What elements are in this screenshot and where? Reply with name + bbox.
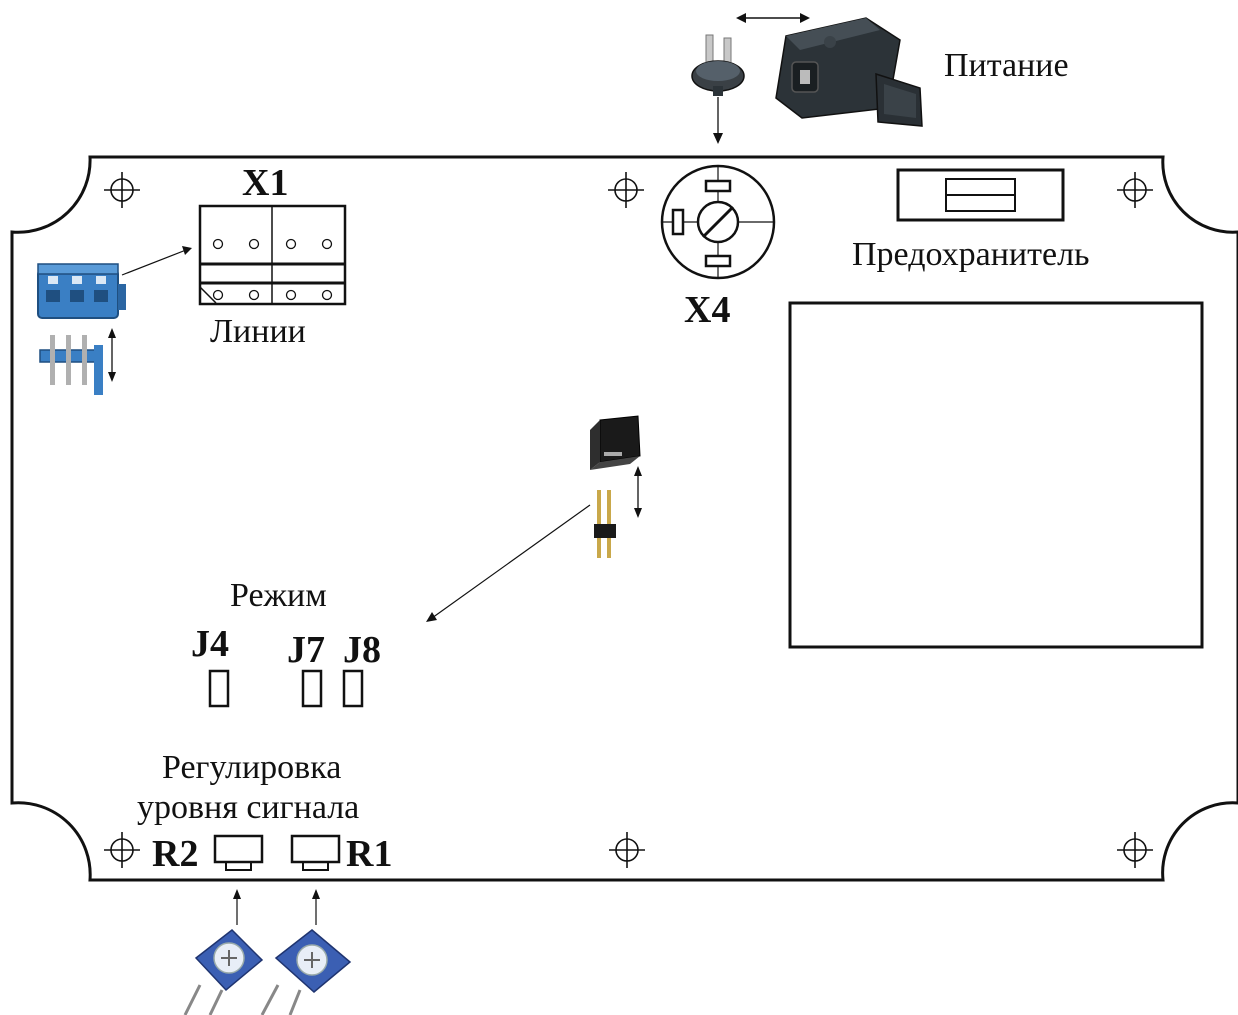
trimmer-photo-right [260,929,352,1015]
mounting-hole-top-left [104,172,140,208]
x4-label: X4 [684,289,730,331]
mounting-hole-top-center [608,172,644,208]
adjust-label-line2: уровня сигнала [137,789,359,826]
arrow-plug-connect [736,13,810,23]
mode-label: Режим [230,577,327,614]
fuse-label: Предохранитель [852,236,1090,273]
terminal-x1 [198,204,347,306]
arrow-head-x1 [182,246,192,255]
trimmer-r1 [290,834,341,871]
adjust-label-line1: Регулировка [162,749,341,786]
insert-arrow-jumper [634,466,642,518]
mounting-hole-bottom-center [609,832,645,868]
arrow-to-mode [426,504,591,622]
j8-label: J8 [343,629,381,671]
r1-label: R1 [346,833,392,875]
j4-label: J4 [191,623,229,665]
mounting-hole-bottom-right [1117,832,1153,868]
lines-label: Линии [210,313,306,350]
pin-header-icon [39,335,103,395]
x1-label: X1 [242,162,288,204]
terminal-block-icon [37,263,126,319]
jumper-j8 [342,669,364,708]
trimmer-photo-left [183,929,264,1015]
insert-arrow-terminal [108,328,116,382]
power-label: Питание [944,47,1069,84]
power-connector-icon [775,17,923,127]
board-outline [10,155,1238,882]
trimmer-r2 [213,834,264,871]
jumper-j4 [208,669,230,708]
jumper-j7 [301,669,323,708]
socket-x4 [660,164,776,280]
arrow-down-to-x4 [713,97,723,144]
r2-label: R2 [152,833,198,875]
display-area [788,301,1204,649]
j7-label: J7 [287,629,325,671]
mounting-hole-top-right [1117,172,1153,208]
power-plug-base-icon [691,34,745,96]
mounting-hole-bottom-left [104,832,140,868]
jumper-icon [590,415,641,470]
arrow-to-r2 [233,889,241,925]
arrow-to-r1 [312,889,320,925]
fuse-holder [896,168,1065,222]
arrow-to-x1 [121,249,187,276]
pin-pair-icon [594,490,616,558]
